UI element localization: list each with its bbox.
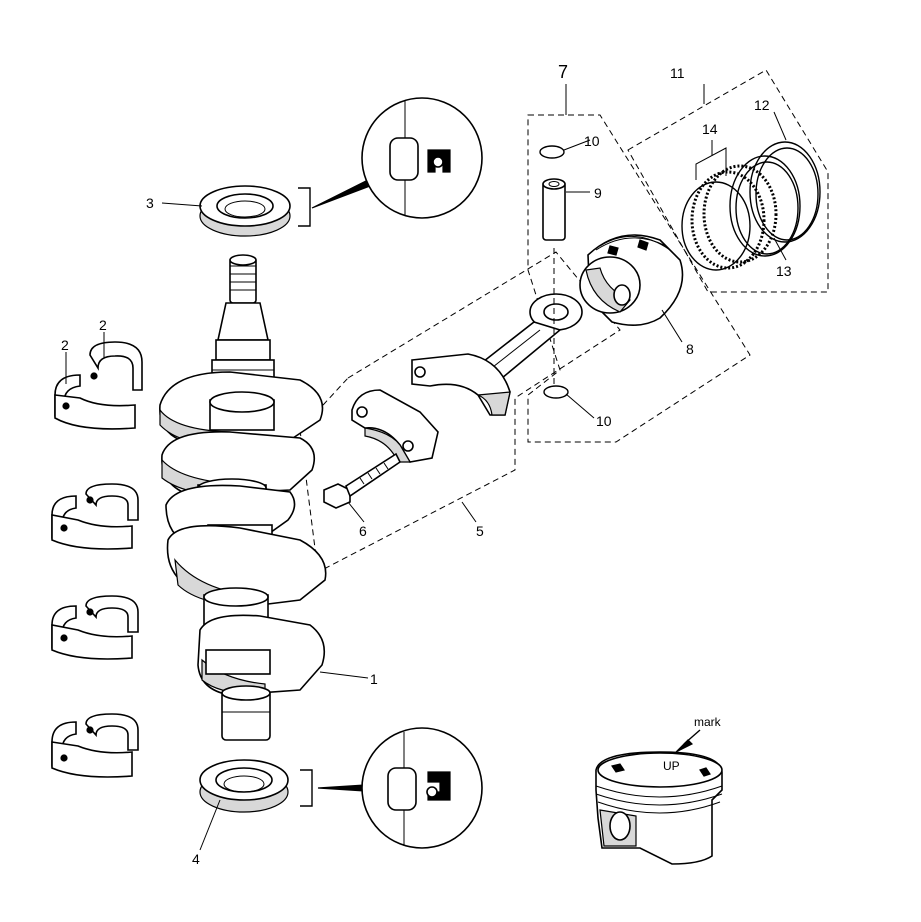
callout-10-bottom: 10 (596, 413, 612, 429)
callout-13: 13 (776, 263, 792, 279)
callout-12: 12 (754, 97, 770, 113)
oil-seal-bottom (199, 759, 381, 813)
piston-mark-view: UP (595, 729, 723, 865)
callout-4: 4 (192, 851, 200, 867)
connecting-rod (411, 293, 583, 416)
piston-up-text: UP (663, 759, 680, 773)
oil-seal-top (199, 179, 371, 237)
oil-seal-detail-top (361, 97, 483, 219)
main-bearing-set-4 (51, 713, 139, 778)
piston (579, 234, 684, 326)
main-bearing-set-1 (54, 341, 143, 430)
callout-7: 7 (558, 62, 568, 82)
main-bearings (51, 341, 143, 778)
callout-2-right: 2 (99, 317, 107, 333)
piston-rings (681, 141, 821, 271)
oil-seal-detail-bottom (361, 727, 483, 849)
callout-1: 1 (370, 671, 378, 687)
callout-9: 9 (594, 185, 602, 201)
callout-14: 14 (702, 121, 718, 137)
crankshaft (159, 254, 327, 741)
callout-5: 5 (476, 523, 484, 539)
main-bearing-set-3 (51, 595, 139, 660)
callout-2-left: 2 (61, 337, 69, 353)
callout-10-top: 10 (584, 133, 600, 149)
piston-pin-clip-bottom (543, 385, 569, 399)
callouts: 1 2 2 3 4 5 6 7 8 9 10 10 11 12 13 14 ma… (61, 62, 792, 867)
leader-lines (65, 84, 787, 851)
main-bearing-set-2 (51, 483, 139, 550)
piston-pin-clip-top (539, 145, 565, 159)
callout-6: 6 (359, 523, 367, 539)
callout-11: 11 (670, 65, 685, 81)
callout-3: 3 (146, 195, 154, 211)
rod-bolt (323, 452, 402, 509)
connecting-rod-cap (351, 389, 439, 463)
piston-pin (542, 178, 566, 241)
callout-8: 8 (686, 341, 694, 357)
group-11-outline (627, 69, 829, 293)
mark-label: mark (694, 715, 722, 729)
